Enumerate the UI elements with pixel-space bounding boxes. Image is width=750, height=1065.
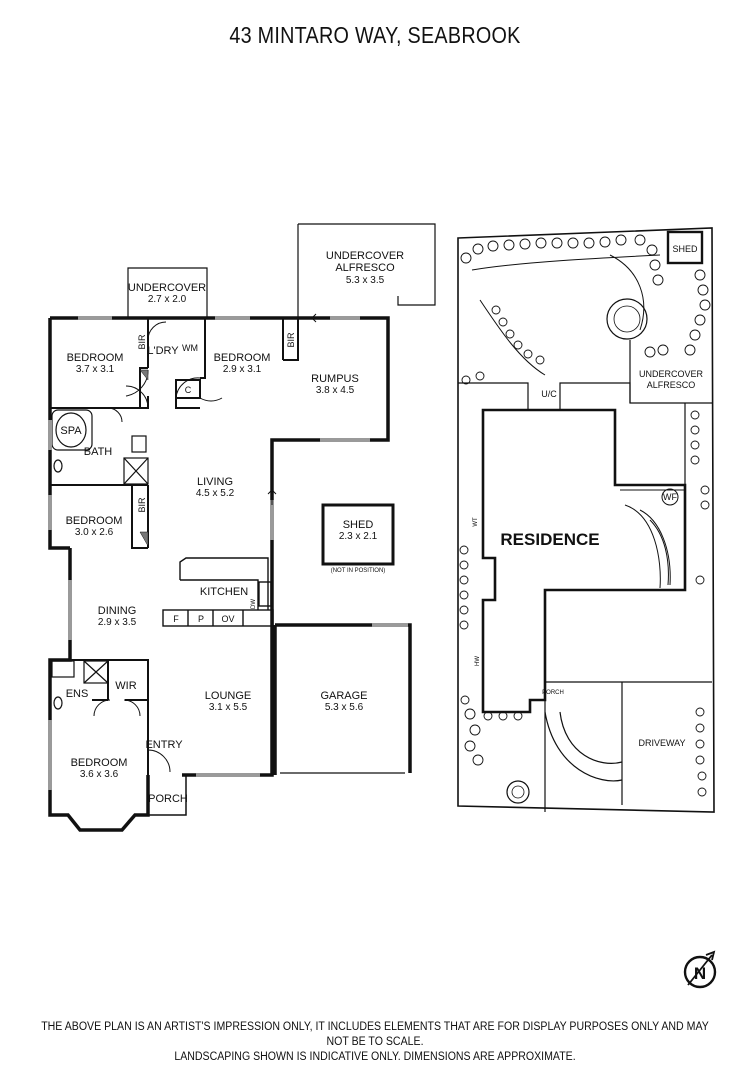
c-label: C xyxy=(185,385,192,395)
spa-label: SPA xyxy=(60,425,82,437)
dining-dim: 2.9 x 3.5 xyxy=(98,617,137,628)
rumpus-name: RUMPUS xyxy=(311,373,359,385)
pantry-label: P xyxy=(198,614,204,624)
wt-label: WT xyxy=(473,517,479,527)
hw-label: HW xyxy=(475,656,481,666)
bedroom-nw-dim: 3.7 x 3.1 xyxy=(76,364,115,375)
porch-label: PORCH xyxy=(148,793,188,805)
compass-letter: N xyxy=(694,964,706,983)
floor-shed-outline xyxy=(321,503,395,566)
bedroom-w-name: BEDROOM xyxy=(66,515,123,527)
disclaimer-line-1: THE ABOVE PLAN IS AN ARTIST'S IMPRESSION… xyxy=(41,1021,709,1048)
lounge-dim: 3.1 x 5.5 xyxy=(209,702,248,713)
door-swings xyxy=(93,321,223,773)
living-name: LIVING xyxy=(197,476,233,488)
alfresco-dim: 5.3 x 3.5 xyxy=(346,275,385,286)
oven-label: OV xyxy=(221,614,234,624)
floor-plan xyxy=(48,223,436,832)
disclaimer: THE ABOVE PLAN IS AN ARTIST'S IMPRESSION… xyxy=(30,1020,720,1065)
alfresco-name-1: UNDERCOVER xyxy=(326,250,404,262)
wf-label: WF xyxy=(663,492,677,502)
bedroom-sw-name: BEDROOM xyxy=(71,757,128,769)
ens-label: ENS xyxy=(66,688,89,700)
undercover-top-dim: 2.7 x 2.0 xyxy=(148,294,187,305)
site-porch-label: PORCH xyxy=(542,690,564,696)
bir-label-1: BIR xyxy=(137,334,147,350)
floor-shed-name: SHED xyxy=(343,519,374,531)
floor-shed-dim: 2.3 x 2.1 xyxy=(339,531,378,542)
uc-label: U/C xyxy=(541,389,557,399)
garage-dim: 5.3 x 5.6 xyxy=(325,702,364,713)
site-plan-labels: RESIDENCE SHED U/C UNDERCOVER ALFRESCO W… xyxy=(473,244,703,748)
lounge-name: LOUNGE xyxy=(205,690,251,702)
undercover-top-name: UNDERCOVER xyxy=(128,282,206,294)
shrubs xyxy=(459,234,711,797)
alfresco-outline xyxy=(298,223,436,306)
undercover-top-outline xyxy=(127,267,208,318)
site-alfresco-label-1: UNDERCOVER xyxy=(639,369,704,379)
slider-arrow xyxy=(311,313,330,323)
front-tree xyxy=(506,780,530,804)
driveway-label: DRIVEWAY xyxy=(638,738,685,748)
living-dim: 4.5 x 5.2 xyxy=(196,488,235,499)
bedroom-sw-dim: 3.6 x 3.6 xyxy=(80,769,119,780)
entry-label: ENTRY xyxy=(145,739,183,751)
wir-label: WIR xyxy=(115,680,136,692)
kitchen-name: KITCHEN xyxy=(200,586,248,598)
site-plan xyxy=(457,227,715,813)
porch-outline xyxy=(147,775,187,816)
bir-label-2: BIR xyxy=(286,332,296,348)
garage-walls xyxy=(273,623,412,775)
page-title: 43 MINTARO WAY, SEABROOK xyxy=(229,22,521,48)
dw-label: DW xyxy=(251,599,257,609)
floor-plan-labels: UNDERCOVER 2.7 x 2.0 UNDERCOVER ALFRESCO… xyxy=(60,250,404,805)
bedroom-w-dim: 3.0 x 2.6 xyxy=(75,527,114,538)
bedroom-n-dim: 2.9 x 3.1 xyxy=(223,364,262,375)
bath-label: BATH xyxy=(84,446,113,458)
wm-label: WM xyxy=(182,343,198,353)
site-boundary xyxy=(457,227,715,813)
windows xyxy=(48,316,408,790)
alfresco-name-2: ALFRESCO xyxy=(335,262,395,274)
dining-name: DINING xyxy=(98,605,137,617)
site-shed-outline xyxy=(666,230,704,265)
bedroom-nw-name: BEDROOM xyxy=(67,352,124,364)
floor-shed-note: (NOT IN POSITION) xyxy=(331,568,386,574)
rumpus-dim: 3.8 x 4.5 xyxy=(316,385,355,396)
residence-outline xyxy=(481,408,687,714)
bedroom-n-name: BEDROOM xyxy=(214,352,271,364)
bath-fittings xyxy=(51,409,149,710)
north-compass-icon: N xyxy=(683,950,717,989)
bir-label-3: BIR xyxy=(137,497,147,513)
garden-tree xyxy=(606,298,648,340)
site-shed-label: SHED xyxy=(672,244,698,254)
site-alfresco-label-2: ALFRESCO xyxy=(647,380,696,390)
ldry-label: L'DRY xyxy=(147,345,179,357)
fridge-label: F xyxy=(173,614,179,624)
interior-walls xyxy=(50,318,299,775)
disclaimer-line-2: LANDSCAPING SHOWN IS INDICATIVE ONLY. DI… xyxy=(174,1051,576,1063)
garage-name: GARAGE xyxy=(320,690,367,702)
kitchen-bench xyxy=(162,557,274,627)
residence-label: RESIDENCE xyxy=(500,530,599,549)
